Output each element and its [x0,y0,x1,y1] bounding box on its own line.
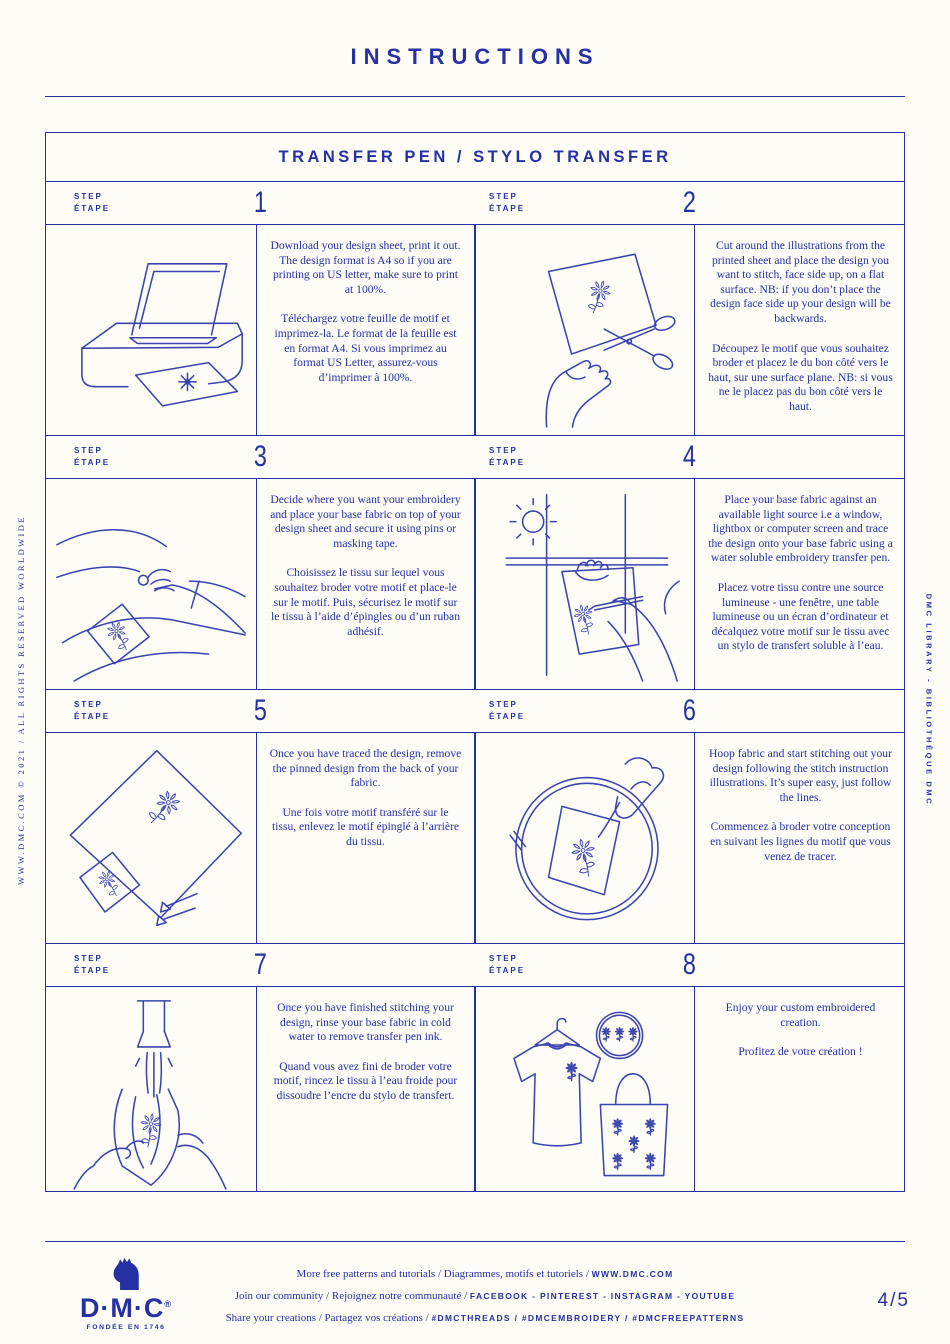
step2-illustration-cell [476,225,695,435]
step5-text: Once you have traced the design, remove … [257,733,476,943]
step-number-5: 5 [253,694,268,727]
step3-text-fr: Choisissez le tissu sur lequel vous souh… [271,566,460,638]
step3-illustration-cell [46,479,257,689]
step4-illustration-cell [476,479,695,689]
step3-text: Decide where you want your embroidery an… [257,479,476,689]
scissors-cutting-icon [545,253,676,428]
step7-text-en: Once you have finished stitching your de… [277,1001,454,1044]
step6-text: Hoop fabric and start stitching out your… [695,733,906,943]
step6-text-fr: Commencez à broder votre conception en s… [710,820,891,863]
footer-text: Share your creations / Partagez vos créa… [225,1312,429,1324]
step6-illustration-cell [476,733,695,943]
embroidery-hoop-icon [509,757,665,921]
step5-illustration-cell [46,733,257,943]
dmc-brand-text: D·M·C® [79,1293,173,1323]
step2-text-en: Cut around the illustrations from the pr… [710,239,891,325]
step-row-1-2: Download your design sheet, print it out… [46,225,904,435]
hashtags-text: #DMCTHREADS / #DMCEMBROIDERY / #DMCFREEP… [431,1313,745,1323]
step1-text: Download your design sheet, print it out… [257,225,476,435]
step-row-5-6: Once you have traced the design, remove … [46,733,904,943]
footer-text: More free patterns and tutorials / Diagr… [296,1268,589,1280]
step1-illustration-cell [46,225,257,435]
step-number-7: 7 [253,948,268,981]
finished-items-icon [513,1011,669,1177]
step8-text: Enjoy your custom embroidered creation. … [695,987,906,1191]
footer-divider [45,1241,905,1242]
step8-illustration-cell [476,987,695,1191]
footer-line-patterns: More free patterns and tutorials / Diagr… [205,1263,765,1285]
step4-text-fr: Placez votre tissu contre une source lum… [711,580,890,653]
social-networks-text: FACEBOOK - PINTEREST - INSTAGRAM - YOUTU… [469,1291,736,1301]
dmc-website-link: WWW.DMC.COM [591,1269,674,1279]
dmc-tagline: FONDÉE EN 1746 [86,1324,166,1331]
step1-text-en: Download your design sheet, print it out… [270,239,461,296]
dmc-logo: D·M·C® FONDÉE EN 1746 [58,1256,194,1331]
registered-mark: ® [164,1299,173,1309]
sheet-heading: TRANSFER PEN / STYLO TRANSFER [278,147,672,166]
step-number-2: 2 [682,186,697,219]
step2-text: Cut around the illustrations from the pr… [695,225,906,435]
rinse-fabric-icon [73,1000,227,1190]
step5-text-fr: Une fois votre motif transféré sur le ti… [271,805,460,848]
step7-illustration-cell [46,987,257,1191]
page-number: 4/5 [877,1290,910,1311]
step7-text-fr: Quand vous avez fini de broder votre mot… [273,1059,458,1102]
pinning-fabric-icon [56,529,246,682]
remove-pinned-design-icon [69,749,243,927]
step-number-8: 8 [682,948,697,981]
step-row-3-4: Decide where you want your embroidery an… [46,479,904,689]
step3-text-en: Decide where you want your embroidery an… [270,493,461,550]
page-title: INSTRUCTIONS [350,44,600,69]
step1-text-fr: Téléchargez votre feuille de motif et im… [274,312,457,384]
printer-icon [81,263,243,407]
footer-links: More free patterns and tutorials / Diagr… [205,1263,765,1329]
footer-line-hashtags: Share your creations / Partagez vos créa… [205,1307,765,1329]
footer-line-community: Join our community / Rejoignez notre com… [205,1285,765,1307]
copyright-vertical-text: WWW.DMC.COM © 2021 / ALL RIGHTS RESERVED… [16,515,26,885]
step8-text-en: Enjoy your custom embroidered creation. [725,1001,876,1029]
step7-text: Once you have finished stitching your de… [257,987,476,1191]
step-number-3: 3 [253,440,268,473]
step6-text-en: Hoop fabric and start stitching out your… [709,747,892,804]
step2-text-fr: Découpez le motif que vous souhaitez bro… [708,341,893,413]
step4-text: Place your base fabric against an availa… [695,479,906,689]
step-number-6: 6 [682,694,697,727]
step-number-1: 1 [253,186,268,219]
title-divider [45,96,905,97]
footer-text: Join our community / Rejoignez notre com… [234,1290,468,1302]
step-number-4: 4 [682,440,697,473]
step4-text-en: Place your base fabric against an availa… [708,493,893,565]
step5-text-en: Once you have traced the design, remove … [269,747,462,790]
step8-text-fr: Profitez de votre création ! [738,1045,863,1059]
horse-head-icon [113,1257,139,1290]
window-tracing-icon [505,493,680,682]
step-row-7-8: Once you have finished stitching your de… [46,987,904,1191]
library-vertical-text: DMC LIBRARY - BIBLIOTHÈQUE DMC [924,593,934,807]
